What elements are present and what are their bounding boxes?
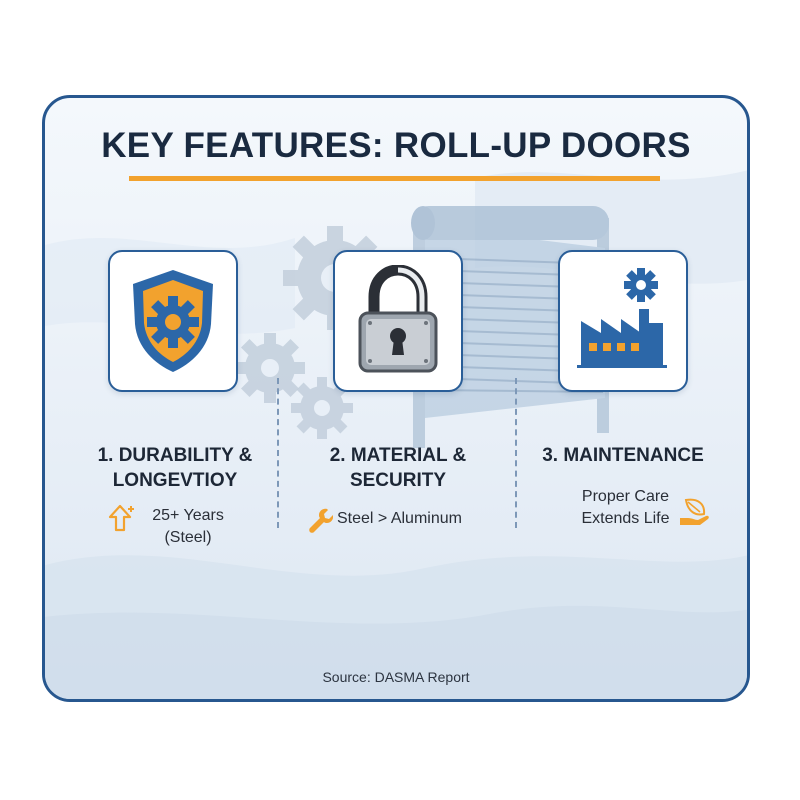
padlock-icon bbox=[358, 265, 438, 373]
divider bbox=[515, 378, 517, 528]
leaf-hand-icon bbox=[680, 498, 709, 525]
feature-2-title: 2. MATERIAL & SECURITY bbox=[329, 445, 467, 491]
wrench-icon bbox=[309, 508, 333, 533]
shield-gear-icon bbox=[133, 270, 213, 372]
durability-icon-box bbox=[108, 250, 238, 392]
feature-3-title: 3. MAINTENANCE bbox=[542, 445, 704, 466]
divider bbox=[277, 378, 279, 528]
growth-arrow-icon bbox=[108, 504, 134, 532]
feature-1-title: 1. DURABILITY & LONGEVTIOY bbox=[97, 445, 253, 491]
source-note: Source: DASMA Report bbox=[322, 669, 470, 685]
gear-icon bbox=[235, 333, 305, 403]
factory-gear-icon bbox=[577, 268, 667, 368]
feature-card: KEY FEATURES: ROLL-UP DOORS 1. DURABILIT… bbox=[42, 95, 750, 702]
background-illustration bbox=[45, 170, 747, 699]
feature-1-detail: 25+ Years (Steel) bbox=[152, 507, 224, 546]
maintenance-icon-box bbox=[558, 250, 688, 392]
feature-2-detail: Steel > Aluminum bbox=[337, 510, 462, 527]
feature-3-detail: Proper Care Extends Life bbox=[581, 488, 670, 527]
title-underline bbox=[129, 176, 660, 181]
page-title: KEY FEATURES: ROLL-UP DOORS bbox=[101, 126, 691, 165]
gear-icon bbox=[291, 377, 353, 439]
security-icon-box bbox=[333, 250, 463, 392]
